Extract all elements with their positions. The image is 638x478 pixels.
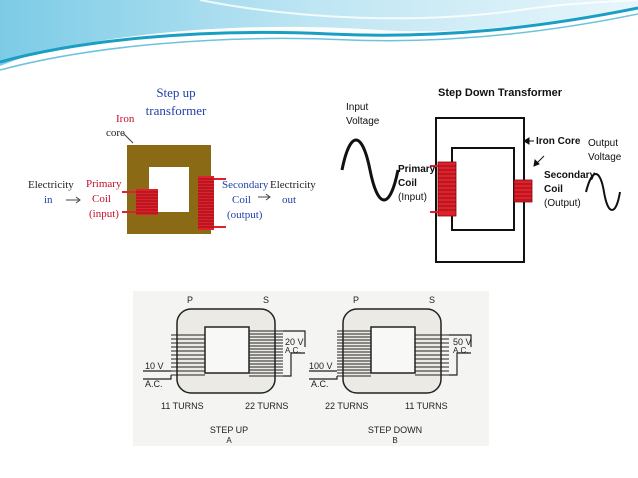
turns-ratio-diagram: P S 10 V A.C. 20 V A.C. 11 TURNS 22 TURN… — [133, 291, 489, 446]
primary-label-1: Primary — [398, 164, 436, 175]
secondary-coil — [198, 176, 226, 230]
output-arrow-icon — [258, 193, 271, 201]
secondary-label-3: (output) — [227, 209, 263, 221]
header-decoration — [0, 0, 638, 71]
input-label-1: Input — [346, 102, 368, 113]
primary-label-3: (Input) — [398, 192, 427, 203]
transformer-a — [143, 308, 306, 394]
b-s-label: S — [429, 295, 435, 305]
a-output-voltage: 20 V — [285, 337, 304, 347]
title: Step Down Transformer — [438, 87, 563, 99]
b-input-ac: A.C. — [311, 379, 329, 389]
a-secondary-turns: 22 TURNS — [245, 401, 288, 411]
transformer-b — [309, 308, 472, 394]
b-output-voltage: 50 V — [453, 337, 472, 347]
secondary-coil — [513, 179, 533, 203]
a-caption: STEP UP — [210, 425, 248, 435]
iron-arrow — [122, 132, 134, 144]
input-arrow-icon — [66, 196, 81, 204]
a-input-voltage: 10 V — [145, 361, 164, 371]
primary-label-2: Coil — [92, 193, 111, 205]
title-line1: Step up — [156, 85, 195, 100]
electricity-out-1: Electricity — [270, 179, 316, 191]
output-label-2: Voltage — [588, 152, 622, 163]
b-input-voltage: 100 V — [309, 361, 333, 371]
primary-coil — [122, 189, 158, 215]
electricity-in-2: in — [44, 194, 53, 206]
b-output-ac: A.C. — [453, 346, 469, 355]
secondary-label-3: (Output) — [544, 198, 581, 209]
a-p-label: P — [187, 295, 193, 305]
electricity-out-2: out — [282, 194, 296, 206]
title-line2: transformer — [146, 103, 207, 118]
a-input-ac: A.C. — [145, 379, 163, 389]
electricity-in-1: Electricity — [28, 179, 74, 191]
output-label-1: Output — [588, 138, 618, 149]
iron-label-1: Iron — [116, 113, 135, 125]
iron-core-arrow-icon — [523, 137, 534, 145]
a-primary-turns: 11 TURNS — [161, 401, 204, 411]
b-caption-letter: B — [392, 436, 397, 445]
input-sine-wave — [340, 138, 400, 202]
b-p-label: P — [353, 295, 359, 305]
primary-coil — [430, 161, 457, 217]
secondary-label-1: Secondary — [222, 179, 269, 191]
output-sine-wave — [585, 173, 621, 211]
a-output-ac: A.C. — [285, 346, 301, 355]
secondary-label-2: Coil — [544, 184, 563, 195]
primary-label-1: Primary — [86, 178, 122, 190]
iron-core-label: Iron Core — [536, 136, 581, 147]
b-caption: STEP DOWN — [368, 425, 422, 435]
b-primary-turns: 22 TURNS — [325, 401, 368, 411]
secondary-label-1: Secondary — [544, 170, 596, 181]
input-label-2: Voltage — [346, 116, 380, 127]
primary-label-2: Coil — [398, 178, 417, 189]
a-s-label: S — [263, 295, 269, 305]
secondary-arrow-icon — [533, 155, 545, 167]
step-down-transformer-diagram: Step Down Transformer Input Voltage Prim… — [338, 80, 622, 268]
a-caption-letter: A — [226, 436, 232, 445]
step-up-transformer-diagram: Step up transformer Iron core Electricit… — [26, 79, 316, 265]
b-secondary-turns: 11 TURNS — [405, 401, 448, 411]
primary-label-3: (input) — [89, 208, 119, 220]
secondary-label-2: Coil — [232, 194, 251, 206]
iron-label-2: core — [106, 127, 125, 139]
